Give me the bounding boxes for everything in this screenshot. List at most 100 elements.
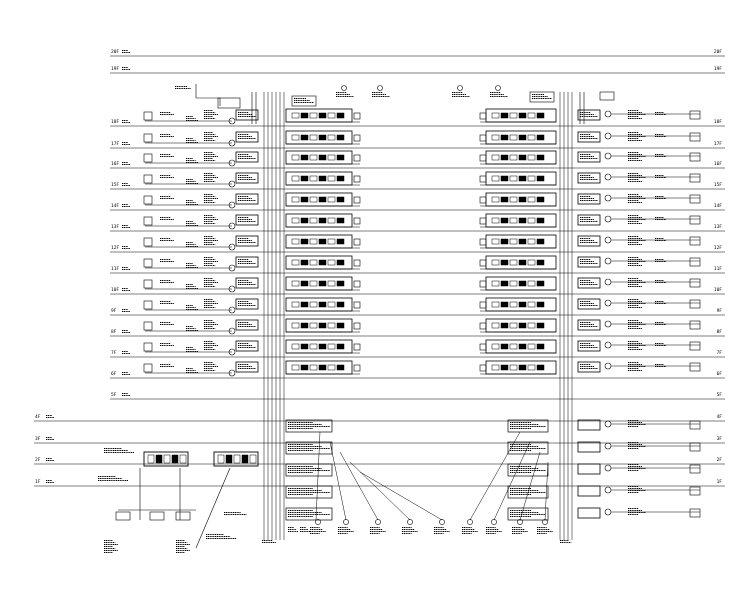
right-meter-cell [536,280,545,287]
floor-label-left: 4F [35,414,41,420]
elevation-tag [122,288,130,291]
left-breaker-text [186,347,198,352]
right-meter-cell [500,175,509,182]
elevation-tag [122,120,130,123]
right-meter-cell [491,322,500,329]
elevation-tag [122,309,130,312]
right-meter-cell [536,259,545,266]
left-end-box [353,217,361,225]
left-meter-cell [327,154,336,161]
right-meter-cell [527,280,536,287]
left-junction-circle [228,222,236,230]
right-distribution-text [580,238,598,243]
right-meter-cell [527,364,536,371]
left-end-box [353,175,361,183]
low-panel-text [104,448,134,453]
left-distribution-text [238,112,256,117]
right-meter-cell [500,364,509,371]
lower-shaft-unit-right [507,441,549,455]
right-meter-cell [491,112,500,119]
cable-tag-text [537,527,553,534]
top-tag-circle [377,85,383,91]
right-board-label [655,259,667,262]
right-board-label [655,112,667,115]
right-meter-cell [536,322,545,329]
right-meter-cell [509,301,518,308]
floor-label-left: 10F [111,287,119,293]
right-meter-cell [509,280,518,287]
left-meter-cell [291,259,300,266]
low-meter [149,511,165,521]
left-distribution-box [235,256,259,268]
left-meter-cell [336,196,345,203]
cable-tag-text [338,527,354,534]
right-distribution-box [577,109,601,121]
lower-right-box [577,463,601,475]
floor-label-right: 4F [717,414,723,420]
floor-label-right: 1F [717,479,723,485]
cable-tag-circle [439,519,445,525]
right-meter-cell [527,196,536,203]
right-meter-cell [536,134,545,141]
right-start-box [479,134,487,142]
left-switch-box [143,174,153,184]
left-meter-cell [318,364,327,371]
floor-label-left: 13F [111,224,119,230]
left-meter-cell [327,259,336,266]
right-distribution-box [577,277,601,289]
left-breaker-text [186,158,198,163]
right-switch-box [689,341,701,351]
left-board-label [160,322,175,325]
left-end-box [353,112,361,120]
roof-panel-4 [599,91,615,101]
roof-panel-3 [529,91,555,103]
left-meter-cell [309,217,318,224]
right-distribution-box [577,298,601,310]
right-board-label [655,364,667,367]
left-meter-cell [300,112,309,119]
right-meter-cell [509,364,518,371]
cable-tag-circle [315,519,321,525]
left-breaker-text [186,200,198,205]
left-meter-cell [309,322,318,329]
right-board-label [655,217,667,220]
left-meter-cell [327,238,336,245]
right-meter-cell [527,154,536,161]
right-switch-box [689,362,701,372]
left-breaker-text [186,305,198,310]
left-meter-cell [300,238,309,245]
left-distribution-box [235,193,259,205]
left-meter-cell [336,259,345,266]
low-cable-label [176,540,190,553]
left-meter-cell [291,280,300,287]
right-meter-cell [536,238,545,245]
lower-right-switch [689,464,701,474]
left-junction-circle [228,285,236,293]
left-meter-cell [309,196,318,203]
left-meter-cell [300,322,309,329]
right-breaker-text [628,152,646,161]
right-meter-cell [536,196,545,203]
left-switch-box [143,342,153,352]
floor-label-right: 20F [714,49,722,55]
left-meter-cell [327,322,336,329]
cable-tag-text [402,527,418,534]
left-meter-cell [309,112,318,119]
elevation-tag [122,50,130,53]
left-meter-cell [291,364,300,371]
left-breaker-text [186,263,198,268]
elevation-tag [46,415,54,418]
right-switch-box [689,257,701,267]
lower-shaft-unit-right [507,485,549,499]
left-meter-cell [300,280,309,287]
right-board-label [655,154,667,157]
lower-shaft-unit [285,441,333,455]
right-junction-circle [604,110,612,118]
right-meter-cell [509,217,518,224]
right-switch-box [689,152,701,162]
left-breaker-text-2 [204,299,218,308]
left-breaker-text-2 [204,110,218,119]
low-switchgear-cell [179,454,187,464]
right-board-label [655,134,667,137]
left-breaker-text-2 [204,341,218,350]
